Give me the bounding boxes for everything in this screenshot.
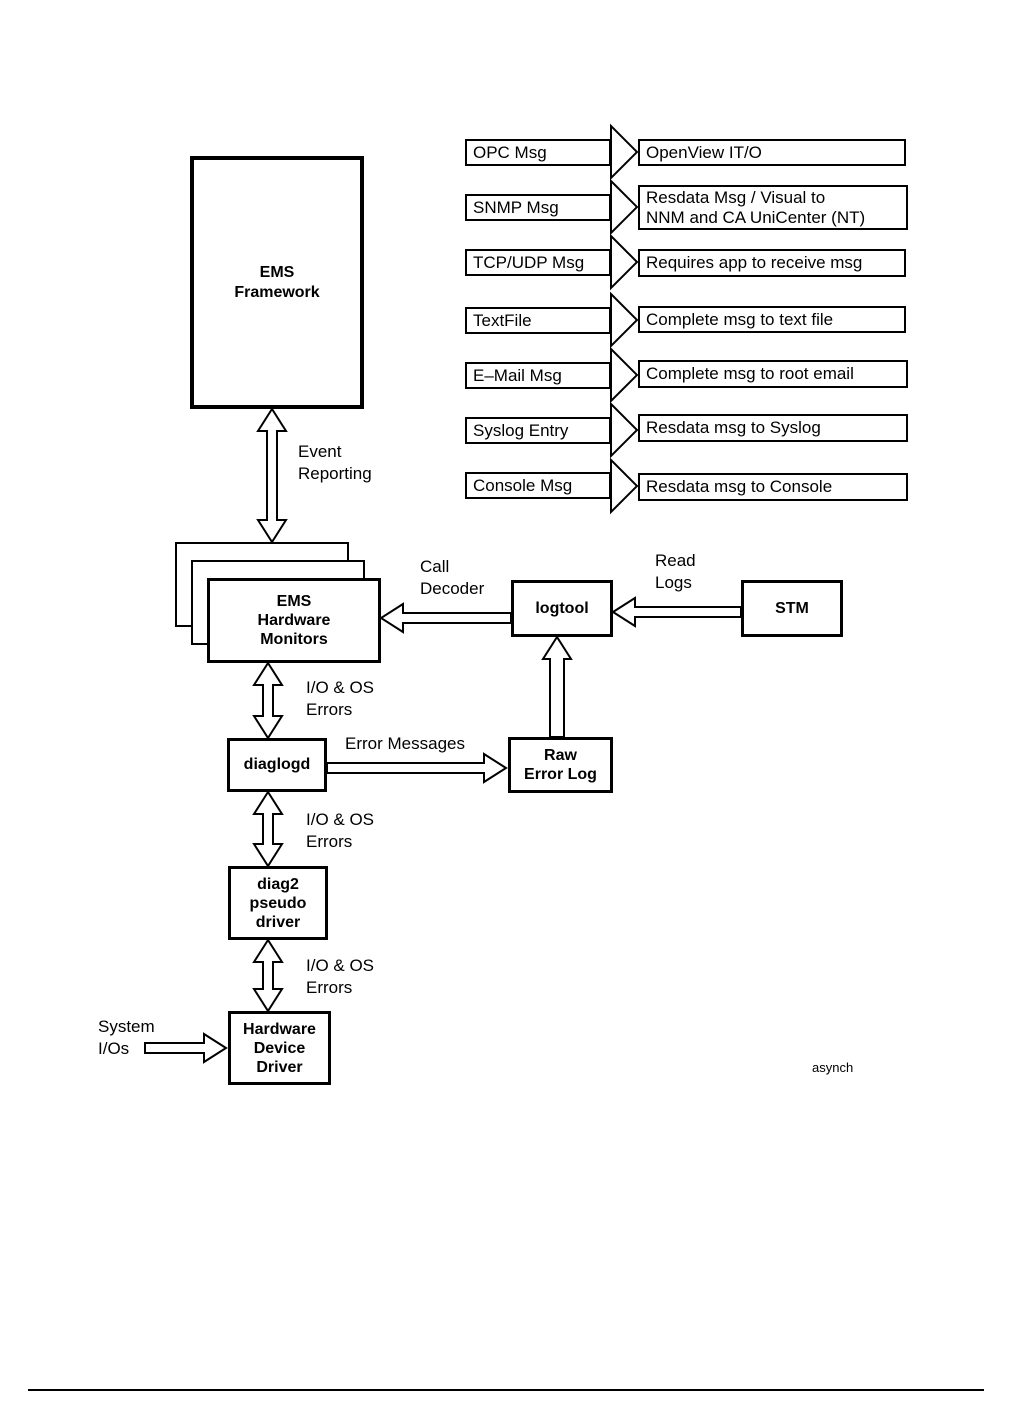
label-call-decoder: Call Decoder — [420, 557, 485, 598]
output-arrow-4 — [610, 291, 639, 349]
output-msg-box-3: TCP/UDP Msg — [465, 249, 611, 276]
node-diag2-pseudo-driver: diag2 pseudo driver — [228, 866, 328, 940]
label-error-messages: Error Messages — [345, 734, 465, 753]
output-arrow-1 — [610, 123, 639, 181]
output-arrow-6 — [610, 401, 639, 459]
label-io-os-errors-3: I/O & OS Errors — [306, 956, 375, 997]
node-raw-error-log: Raw Error Log — [508, 737, 613, 793]
label-io-os-errors-1: I/O & OS Errors — [306, 678, 375, 719]
arrow-event-reporting — [256, 407, 288, 544]
output-desc-box-6: Resdata msg to Syslog — [638, 414, 908, 442]
output-desc-box-4: Complete msg to text file — [638, 306, 906, 333]
output-msg-box-2: SNMP Msg — [465, 194, 611, 221]
arrow-read-logs — [611, 596, 742, 628]
node-hardware-device-driver: Hardware Device Driver — [228, 1011, 331, 1085]
output-desc-box-1: OpenView IT/O — [638, 139, 906, 166]
label-io-os-errors-2: I/O & OS Errors — [306, 810, 375, 851]
output-desc-box-5: Complete msg to root email — [638, 360, 908, 388]
output-desc-box-2: Resdata Msg / Visual to NNM and CA UniCe… — [638, 185, 908, 230]
output-msg-box-4: TextFile — [465, 307, 611, 334]
node-ems-framework: EMS Framework — [190, 156, 364, 409]
output-desc-box-7: Resdata msg to Console — [638, 473, 908, 501]
node-ems-hardware-monitors: EMS Hardware Monitors — [207, 578, 381, 663]
arrow-io-os-errors-2 — [252, 790, 284, 868]
label-event-reporting: Event Reporting — [298, 442, 372, 483]
node-diaglogd: diaglogd — [227, 738, 327, 792]
output-msg-box-7: Console Msg — [465, 472, 611, 499]
label-read-logs: Read Logs — [655, 551, 696, 592]
arrow-io-os-errors-3 — [252, 938, 284, 1013]
node-stm: STM — [741, 580, 843, 637]
output-msg-box-6: Syslog Entry — [465, 417, 611, 444]
output-arrow-2 — [610, 178, 639, 236]
footnote-asynch: asynch — [812, 1060, 854, 1075]
arrow-call-decoder — [379, 602, 512, 634]
output-arrow-3 — [610, 233, 639, 291]
output-desc-box-3: Requires app to receive msg — [638, 249, 906, 277]
node-logtool: logtool — [511, 580, 613, 637]
label-system-ios: System I/Os — [98, 1017, 155, 1058]
output-arrow-7 — [610, 457, 639, 515]
arrow-io-os-errors-1 — [252, 661, 284, 740]
arrow-raw-log-to-logtool — [541, 635, 573, 738]
output-msg-box-5: E–Mail Msg — [465, 362, 611, 389]
arrow-system-ios — [144, 1032, 228, 1064]
bottom-page-rule — [28, 1389, 984, 1391]
output-msg-box-1: OPC Msg — [465, 139, 611, 166]
arrow-error-messages — [326, 752, 508, 784]
output-arrow-5 — [610, 346, 639, 404]
